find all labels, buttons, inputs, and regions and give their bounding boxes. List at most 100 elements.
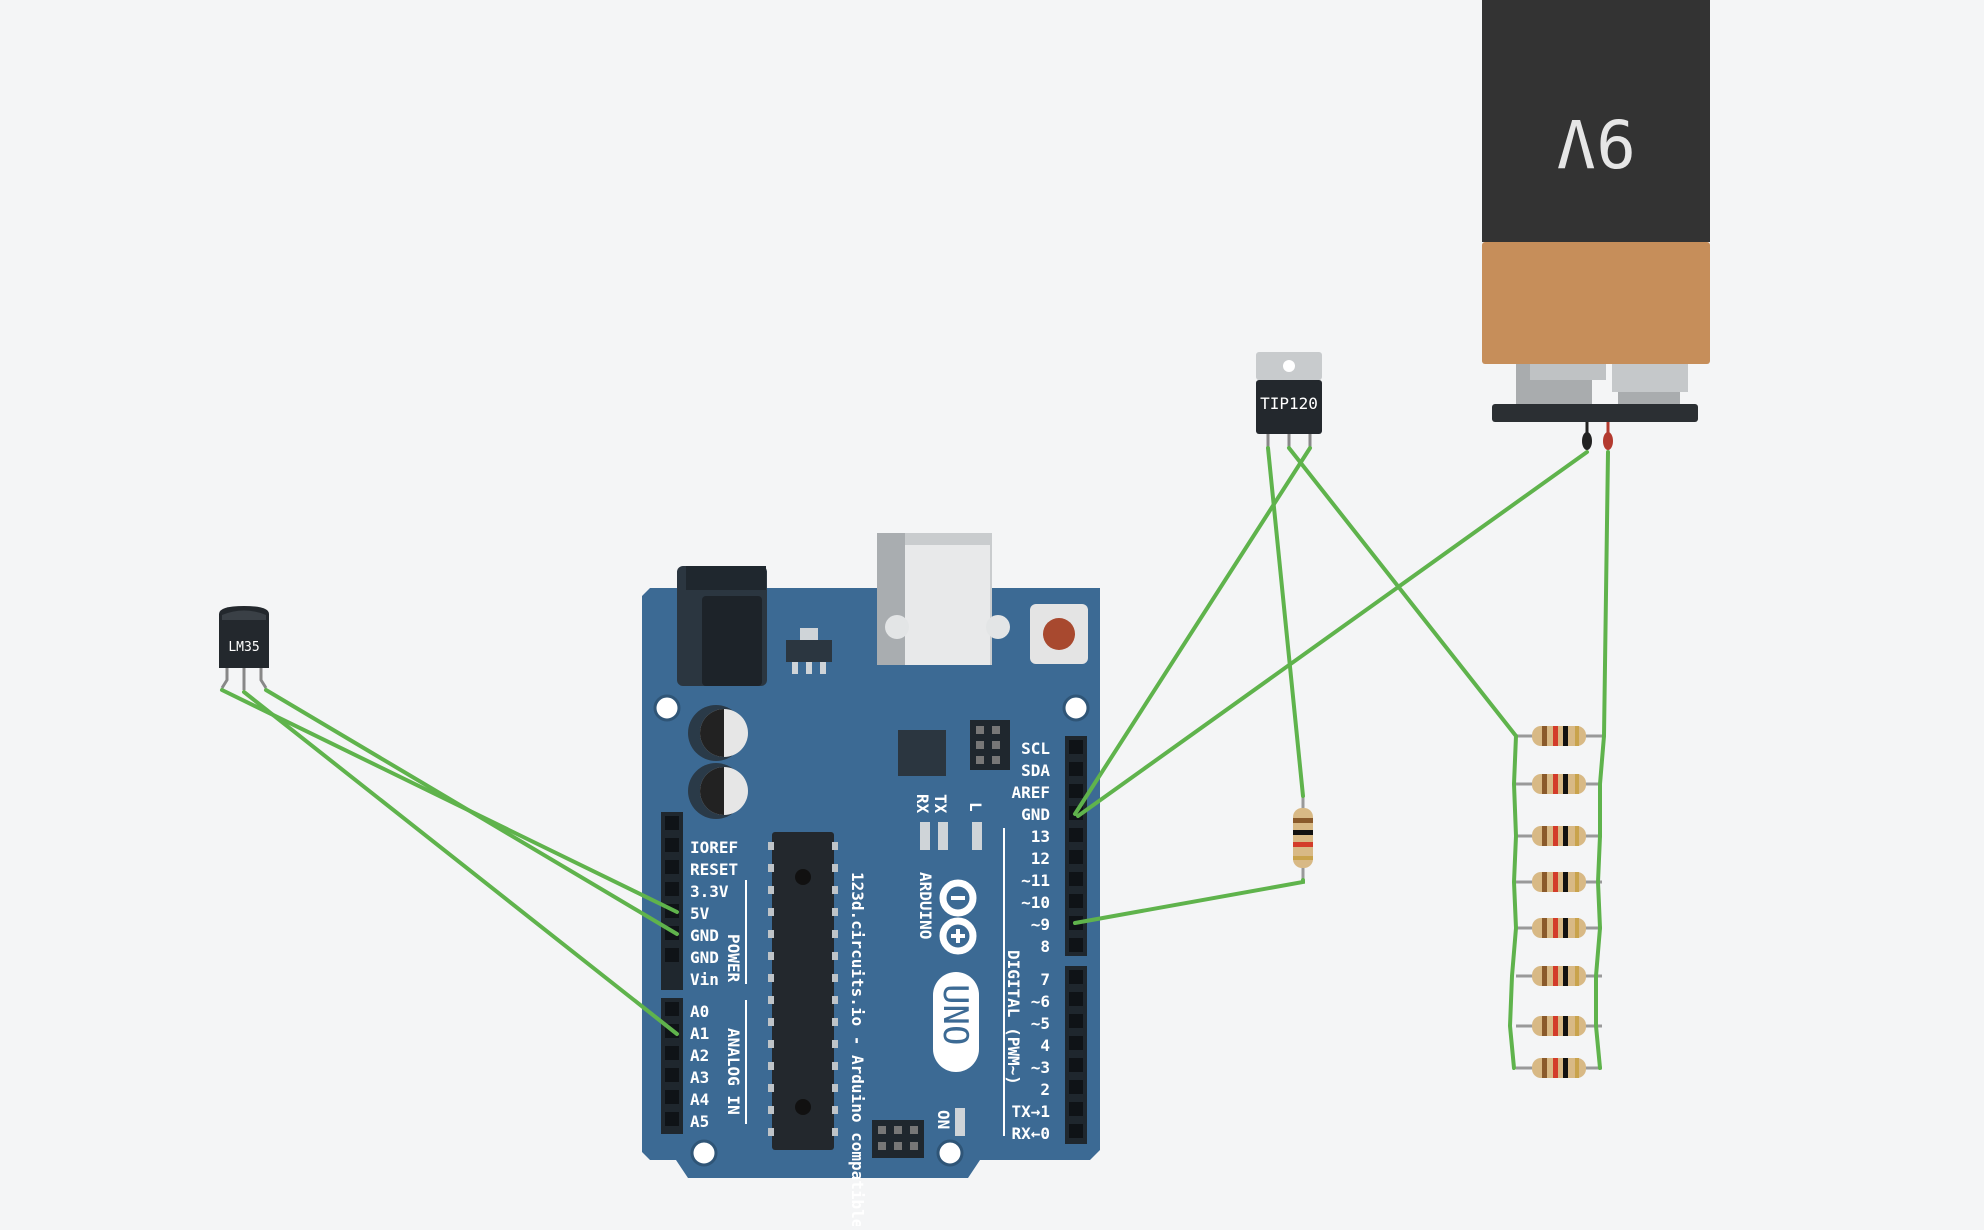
- pin-label: 8: [1040, 937, 1050, 956]
- header-pin-hole[interactable]: [1069, 850, 1083, 864]
- wire-lm35-a0[interactable]: [242, 690, 679, 1036]
- wire-array-right-rail: [1594, 734, 1606, 1070]
- arduino-uno-board[interactable]: TX RX L ON ARDUINO UNO 123d.circuits.io …: [642, 533, 1100, 1228]
- header-pin-hole[interactable]: [665, 1046, 679, 1060]
- pin-label: ~10: [1021, 893, 1050, 912]
- header-pin-hole[interactable]: [1069, 1036, 1083, 1050]
- lm35-label: LM35: [228, 640, 259, 655]
- header-pin-hole[interactable]: [1069, 828, 1083, 842]
- capacitor: [688, 763, 748, 819]
- load-resistor[interactable]: [1516, 774, 1602, 794]
- pin-label: AREF: [1011, 783, 1050, 802]
- usb-port[interactable]: [877, 533, 1010, 665]
- header-pin-hole[interactable]: [1069, 872, 1083, 886]
- wire-battery-negative-gnd[interactable]: [1076, 450, 1589, 818]
- pin-label: ~9: [1031, 915, 1050, 934]
- pin-label: ~6: [1031, 992, 1050, 1011]
- header-pin-hole[interactable]: [665, 860, 679, 874]
- pin-label: RESET: [690, 860, 738, 879]
- icsp-header-bottom: [872, 1120, 924, 1158]
- header-pin-hole[interactable]: [1069, 992, 1083, 1006]
- pin-label: 4: [1040, 1036, 1050, 1055]
- header-pin-hole[interactable]: [665, 948, 679, 962]
- load-resistor[interactable]: [1516, 918, 1602, 938]
- digital-header-bottom[interactable]: [1065, 966, 1087, 1144]
- header-pin-hole[interactable]: [1069, 894, 1083, 908]
- pin-label: A5: [690, 1112, 709, 1131]
- header-pin-hole[interactable]: [1069, 970, 1083, 984]
- led-on-label: ON: [934, 1110, 953, 1129]
- wire-battery-positive-array[interactable]: [1602, 450, 1610, 738]
- header-pin-hole[interactable]: [665, 1112, 679, 1126]
- pin-label: ~5: [1031, 1014, 1050, 1033]
- tip120-transistor[interactable]: TIP120: [1256, 352, 1322, 448]
- battery-negative-terminal[interactable]: [1582, 432, 1592, 450]
- wires: [220, 446, 1610, 1070]
- battery-positive-terminal[interactable]: [1603, 432, 1613, 450]
- lm35-temperature-sensor[interactable]: LM35: [219, 606, 269, 690]
- wire-tip120-base-resistor[interactable]: [1266, 446, 1305, 798]
- analog-group-label: ANALOG IN: [724, 1028, 743, 1115]
- uno-badge: UNO: [933, 972, 979, 1072]
- header-pin-hole[interactable]: [665, 816, 679, 830]
- header-pin-hole[interactable]: [665, 1090, 679, 1104]
- power-group-label: POWER: [724, 934, 743, 983]
- pin-label: ~11: [1021, 871, 1050, 890]
- resistor-array[interactable]: [1516, 726, 1602, 1078]
- usb-controller-chip: [898, 730, 946, 776]
- header-pin-hole[interactable]: [665, 882, 679, 896]
- mounting-hole-icon: [653, 694, 681, 722]
- header-pin-hole[interactable]: [1069, 784, 1083, 798]
- pin-label: ~3: [1031, 1058, 1050, 1077]
- arduino-logo-icon: [939, 879, 977, 955]
- load-resistor[interactable]: [1516, 826, 1602, 846]
- pin-label: Vin: [690, 970, 719, 989]
- pin-label: 7: [1040, 970, 1050, 989]
- header-pin-hole[interactable]: [1069, 1058, 1083, 1072]
- pin-label: TX→1: [1011, 1102, 1050, 1121]
- mounting-hole-icon: [936, 1139, 964, 1167]
- wire-array-left-rail: [1507, 734, 1519, 1070]
- 9v-battery[interactable]: 9V: [1482, 0, 1710, 450]
- dc-power-jack[interactable]: [677, 566, 767, 686]
- load-resistor[interactable]: [1516, 966, 1602, 986]
- load-resistor[interactable]: [1516, 1016, 1602, 1036]
- header-pin-hole[interactable]: [1069, 938, 1083, 952]
- load-resistor[interactable]: [1516, 1058, 1602, 1078]
- pin-label: IOREF: [690, 838, 738, 857]
- led-tx-label: TX: [931, 794, 950, 814]
- digital-header-top[interactable]: [1065, 736, 1087, 956]
- pin-label: A2: [690, 1046, 709, 1065]
- wire-resistor-pin9[interactable]: [1073, 878, 1305, 925]
- header-pin-hole[interactable]: [665, 838, 679, 852]
- led-indicators: TX RX L ON: [913, 794, 985, 1136]
- base-resistor[interactable]: [1293, 796, 1313, 880]
- pin-label: GND: [1021, 805, 1050, 824]
- pin-label: A1: [690, 1024, 709, 1043]
- header-pin-hole[interactable]: [1069, 740, 1083, 754]
- power-header[interactable]: [661, 812, 683, 990]
- header-pin-hole[interactable]: [1069, 1124, 1083, 1138]
- load-resistor[interactable]: [1516, 872, 1602, 892]
- header-pin-hole[interactable]: [665, 1002, 679, 1016]
- reset-button[interactable]: [1030, 604, 1088, 664]
- header-pin-hole[interactable]: [1069, 1080, 1083, 1094]
- header-pin-hole[interactable]: [1069, 1102, 1083, 1116]
- header-pin-hole[interactable]: [665, 1068, 679, 1082]
- pin-label: GND: [690, 948, 719, 967]
- pin-label: 3.3V: [690, 882, 729, 901]
- header-pin-hole[interactable]: [1069, 762, 1083, 776]
- header-pin-hole[interactable]: [1069, 1014, 1083, 1028]
- pin-label: SDA: [1021, 761, 1050, 780]
- analog-header[interactable]: [661, 998, 683, 1134]
- load-resistor[interactable]: [1516, 726, 1602, 746]
- wire-tip120-collector-array[interactable]: [1287, 446, 1518, 738]
- wire-tip120-emitter-gnd[interactable]: [1073, 446, 1312, 816]
- pin-label: 5V: [690, 904, 710, 923]
- wire-lm35-gnd[interactable]: [264, 688, 679, 936]
- arduino-brand-text: ARDUINO: [916, 872, 935, 939]
- pin-label: A0: [690, 1002, 709, 1021]
